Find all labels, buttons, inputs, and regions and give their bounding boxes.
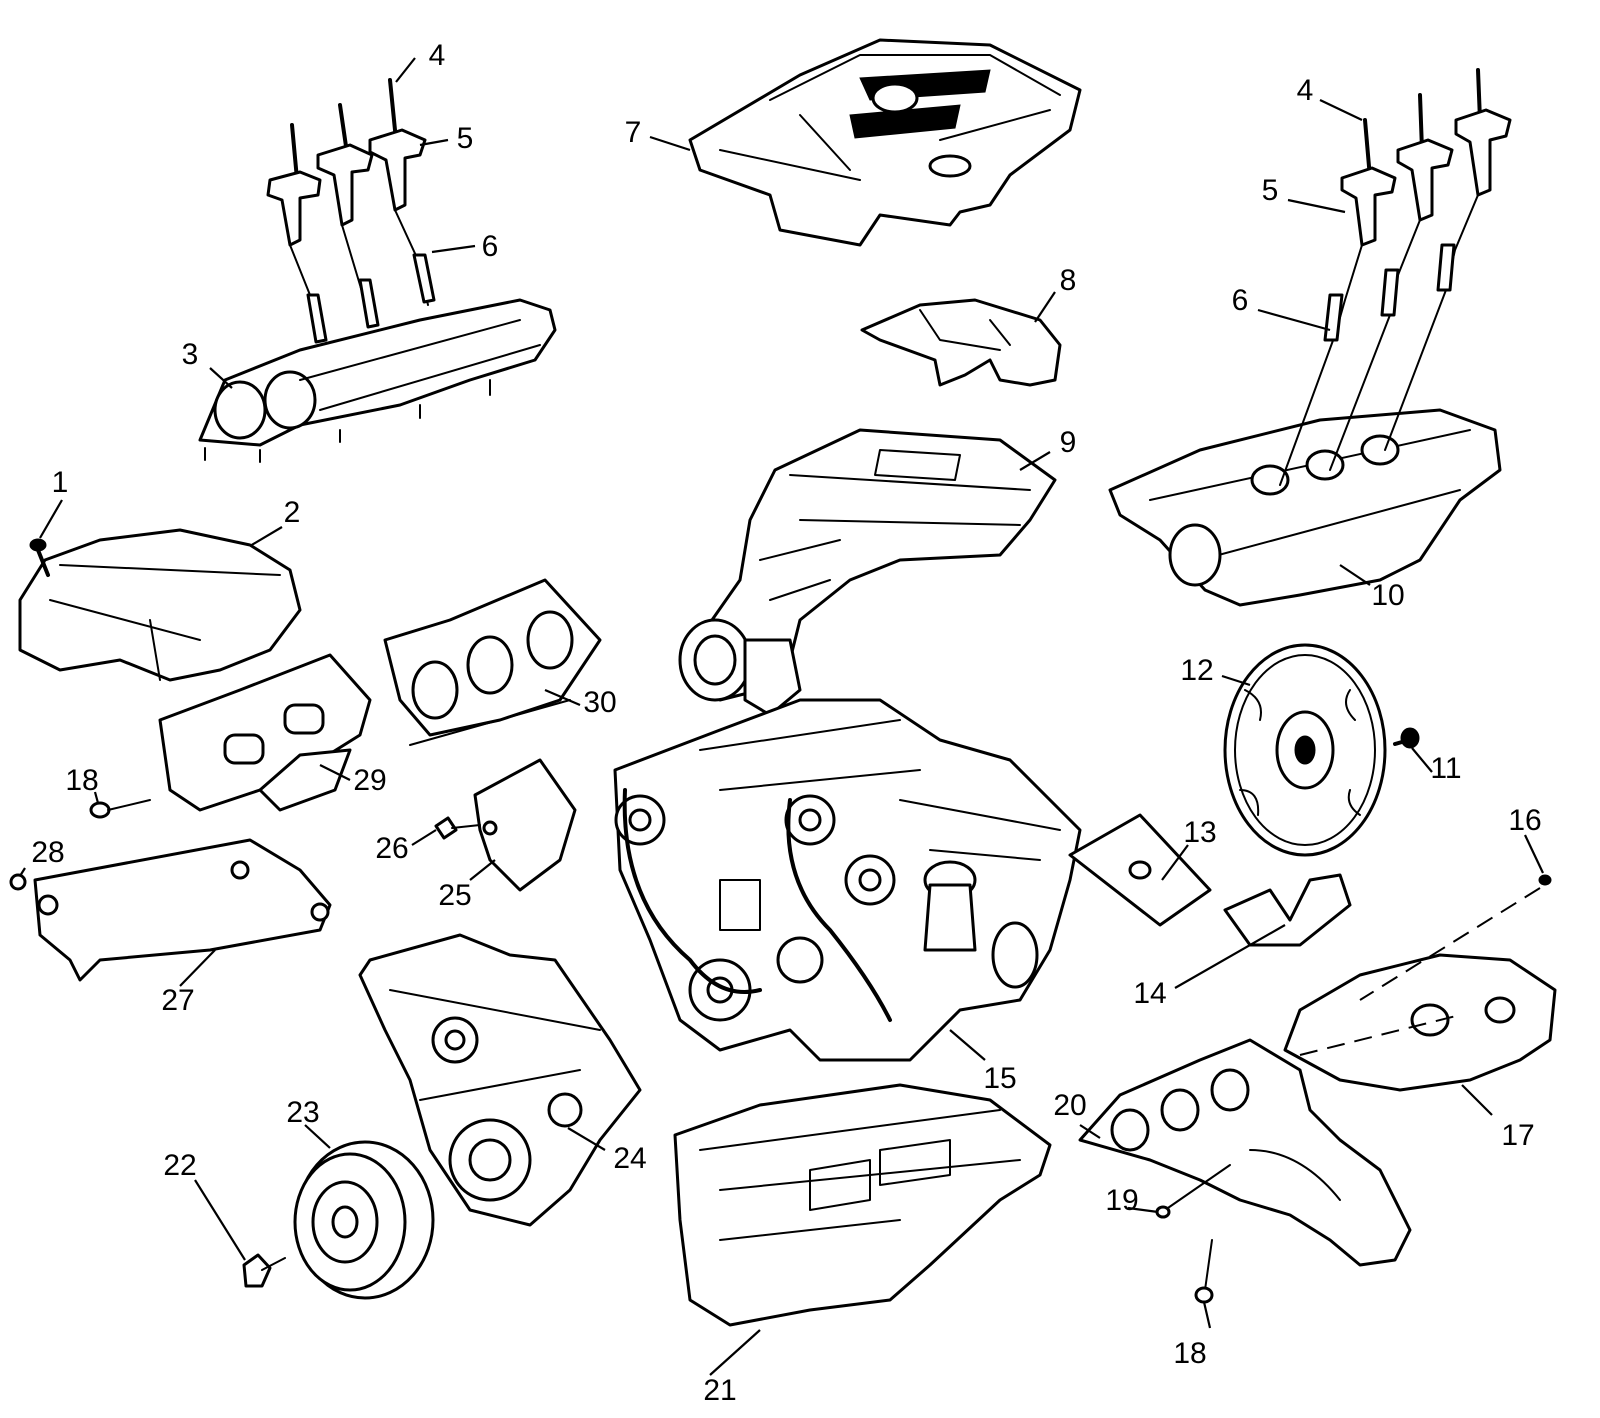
callout-8: 8 <box>1060 264 1077 297</box>
callout-14: 14 <box>1133 977 1166 1010</box>
lower-heat-shield <box>33 838 332 982</box>
plate-bolt <box>434 816 481 840</box>
callout-30: 30 <box>583 686 616 719</box>
left-exhaust-heat-shield <box>18 528 302 682</box>
callout-5-left: 5 <box>457 122 474 155</box>
left-valve-cover <box>198 298 557 463</box>
bracket <box>1223 873 1352 947</box>
callout-10: 10 <box>1371 579 1404 612</box>
shield-stud <box>1359 874 1552 1001</box>
leader-lines <box>19 57 1544 1376</box>
callout-22: 22 <box>163 1149 196 1182</box>
right-coil-2 <box>1329 93 1454 471</box>
callout-4-right: 4 <box>1297 74 1314 107</box>
shield-bolt <box>29 538 50 577</box>
crankshaft-balancer <box>293 1140 435 1300</box>
callout-9: 9 <box>1060 426 1077 459</box>
intake-manifold <box>678 428 1057 717</box>
right-exhaust-heat-shield <box>1283 953 1557 1092</box>
right-manifold-bolt <box>1194 1239 1214 1304</box>
callout-28: 28 <box>31 836 64 869</box>
left-coil-3 <box>368 78 436 306</box>
oil-pan <box>673 1083 1052 1327</box>
engine-block <box>613 698 1082 1062</box>
left-ignition-coils <box>266 78 436 344</box>
callout-2: 2 <box>284 496 301 529</box>
callout-17: 17 <box>1501 1119 1534 1152</box>
callout-29: 29 <box>353 764 386 797</box>
callout-18-left: 18 <box>65 764 98 797</box>
callout-labels: 1 2 3 4 4 5 5 6 6 7 8 9 10 11 12 13 14 1… <box>31 39 1541 1407</box>
callout-26: 26 <box>375 832 408 865</box>
exhaust-manifold-gasket <box>383 578 602 746</box>
flexplate <box>1223 643 1387 857</box>
balancer-bolt <box>242 1253 286 1288</box>
callout-11: 11 <box>1430 752 1461 785</box>
intake-heat-shield <box>860 298 1062 387</box>
callout-3: 3 <box>182 338 199 371</box>
callout-27: 27 <box>161 984 194 1017</box>
left-coil-2 <box>316 103 380 329</box>
callout-6-right: 6 <box>1232 284 1249 317</box>
callout-5-right: 5 <box>1262 174 1279 207</box>
callout-1: 1 <box>52 466 69 499</box>
callout-7: 7 <box>625 116 642 149</box>
callout-4-left: 4 <box>429 39 446 72</box>
flexplate-bolt <box>1393 727 1420 749</box>
callout-13: 13 <box>1183 816 1216 849</box>
callout-19: 19 <box>1105 1184 1138 1217</box>
callout-18-right: 18 <box>1173 1337 1206 1370</box>
cover-plate <box>473 758 577 892</box>
shield-nut <box>9 873 27 891</box>
callout-25: 25 <box>438 879 471 912</box>
callout-12: 12 <box>1180 654 1213 687</box>
right-exhaust-manifold <box>1078 1038 1412 1267</box>
left-coil-1 <box>266 123 328 344</box>
right-coil-3 <box>1384 68 1512 451</box>
callout-6-left: 6 <box>482 230 499 263</box>
callout-16: 16 <box>1508 804 1541 837</box>
callout-15: 15 <box>983 1062 1016 1095</box>
right-coil-1 <box>1279 118 1397 486</box>
right-valve-cover <box>1108 408 1502 607</box>
right-ignition-coils <box>1279 68 1512 486</box>
front-cover <box>358 933 642 1227</box>
left-manifold-bolt <box>89 799 151 819</box>
callout-21: 21 <box>703 1374 736 1407</box>
callout-23: 23 <box>286 1096 319 1129</box>
callout-24: 24 <box>613 1142 646 1175</box>
engine-cover <box>688 38 1082 247</box>
spacer-plate <box>1068 813 1212 927</box>
left-exhaust-manifold <box>158 653 372 812</box>
callout-20: 20 <box>1053 1089 1086 1122</box>
